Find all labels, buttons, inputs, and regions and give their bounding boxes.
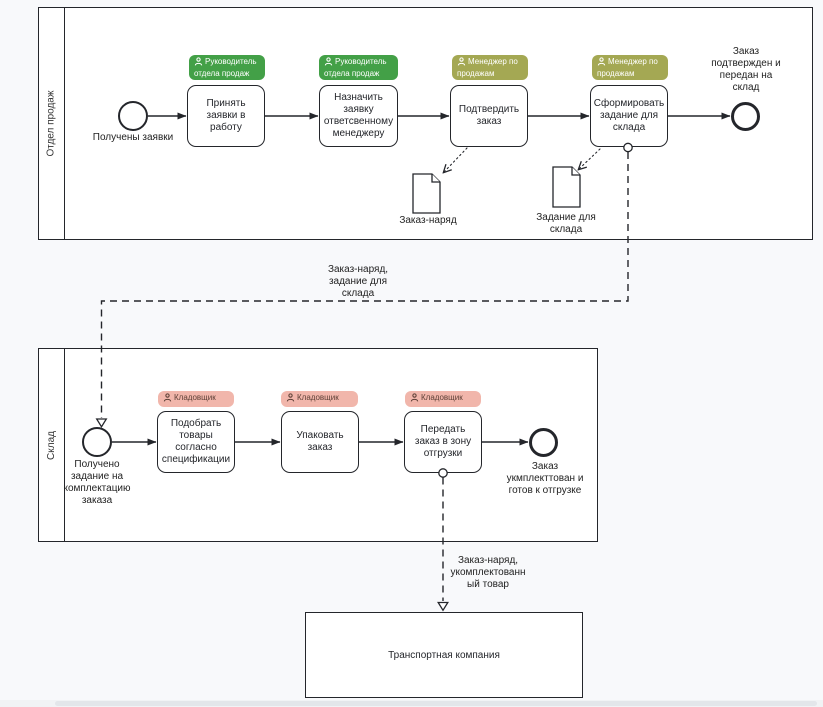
start-event-sales-label: Получены заявки (92, 132, 174, 143)
role-badge-sales-manager-1[interactable]: Руководитель отдела продаж (189, 55, 265, 80)
person-icon (194, 57, 203, 66)
task-label: Передать заказ в зону отгрузки (414, 423, 472, 460)
role-badge-sales-manager-2[interactable]: Руководитель отдела продаж (319, 55, 398, 80)
person-icon (286, 393, 295, 402)
transport-company-label: Транспортная компания (388, 649, 500, 661)
start-event-sales[interactable] (118, 101, 148, 131)
pool-transport-company[interactable]: Транспортная компания (305, 612, 583, 698)
role-badge-label: Кладовщик (297, 393, 339, 402)
task-pick-goods[interactable]: Подобрать товары согласно спецификации (157, 411, 235, 473)
lane-strip-sales[interactable]: Отдел продаж (39, 8, 65, 239)
role-badge-label: Кладовщик (174, 393, 216, 402)
start-event-warehouse-label: Получено задание на комплектацию заказа (63, 459, 131, 506)
person-icon (457, 57, 466, 66)
document-label-warehouse-job: Задание для склада (536, 212, 596, 235)
task-pack-order[interactable]: Упаковать заказ (281, 411, 359, 473)
task-assign-request[interactable]: Назначить заявку ответсвенному менеджеру (319, 85, 398, 147)
person-icon (163, 393, 172, 402)
task-create-warehouse-job[interactable]: Сформировать задание для склада (590, 85, 668, 147)
message-flow-2-label: Заказ-наряд, укомплектованн ый товар (450, 555, 526, 590)
lane-label-sales: Отдел продаж (46, 90, 58, 157)
role-badge-label: Менеджер по продажам (597, 57, 658, 78)
role-badge-label: Менеджер по продажам (457, 57, 518, 78)
message-flow-1-label: Заказ-наряд, задание для склада (327, 264, 389, 299)
person-icon (324, 57, 333, 66)
task-label: Подтвердить заказ (458, 103, 520, 127)
lane-strip-warehouse[interactable]: Склад (39, 349, 65, 541)
task-label: Подобрать товары согласно спецификации (161, 417, 231, 466)
end-event-sales[interactable] (731, 102, 760, 131)
role-badge-manager-2[interactable]: Менеджер по продажам (592, 55, 668, 80)
lane-label-warehouse: Склад (46, 430, 58, 460)
pool-sales[interactable]: Отдел продаж (38, 7, 813, 240)
end-event-warehouse-label: Заказ укмплекттован и готов к отгрузке (506, 461, 584, 496)
start-event-warehouse[interactable] (82, 427, 112, 457)
document-label-order: Заказ-наряд (399, 215, 457, 226)
role-badge-label: Руководитель отдела продаж (324, 57, 387, 78)
role-badge-label: Кладовщик (421, 393, 463, 402)
role-badge-label: Руководитель отдела продаж (194, 57, 257, 78)
task-label: Упаковать заказ (296, 429, 344, 453)
task-label: Принять заявки в работу (206, 97, 246, 134)
task-accept-requests[interactable]: Принять заявки в работу (187, 85, 265, 147)
end-event-warehouse[interactable] (529, 428, 558, 457)
role-badge-storekeeper-2[interactable]: Кладовщик (281, 391, 358, 407)
task-label: Назначить заявку ответсвенному менеджеру (323, 91, 394, 140)
horizontal-scrollbar-thumb[interactable] (55, 701, 817, 706)
role-badge-storekeeper-3[interactable]: Кладовщик (405, 391, 481, 407)
task-label: Сформировать задание для склада (593, 97, 665, 134)
person-icon (410, 393, 419, 402)
task-confirm-order[interactable]: Подтвердить заказ (450, 85, 528, 147)
person-icon (597, 57, 606, 66)
role-badge-storekeeper-1[interactable]: Кладовщик (158, 391, 234, 407)
horizontal-scrollbar[interactable] (0, 700, 823, 707)
message-flow-2-arrowhead (437, 601, 449, 612)
task-move-to-shipping[interactable]: Передать заказ в зону отгрузки (404, 411, 482, 473)
role-badge-manager-1[interactable]: Менеджер по продажам (452, 55, 528, 80)
end-event-sales-label: Заказ подтвержден и передан на склад (711, 46, 781, 93)
